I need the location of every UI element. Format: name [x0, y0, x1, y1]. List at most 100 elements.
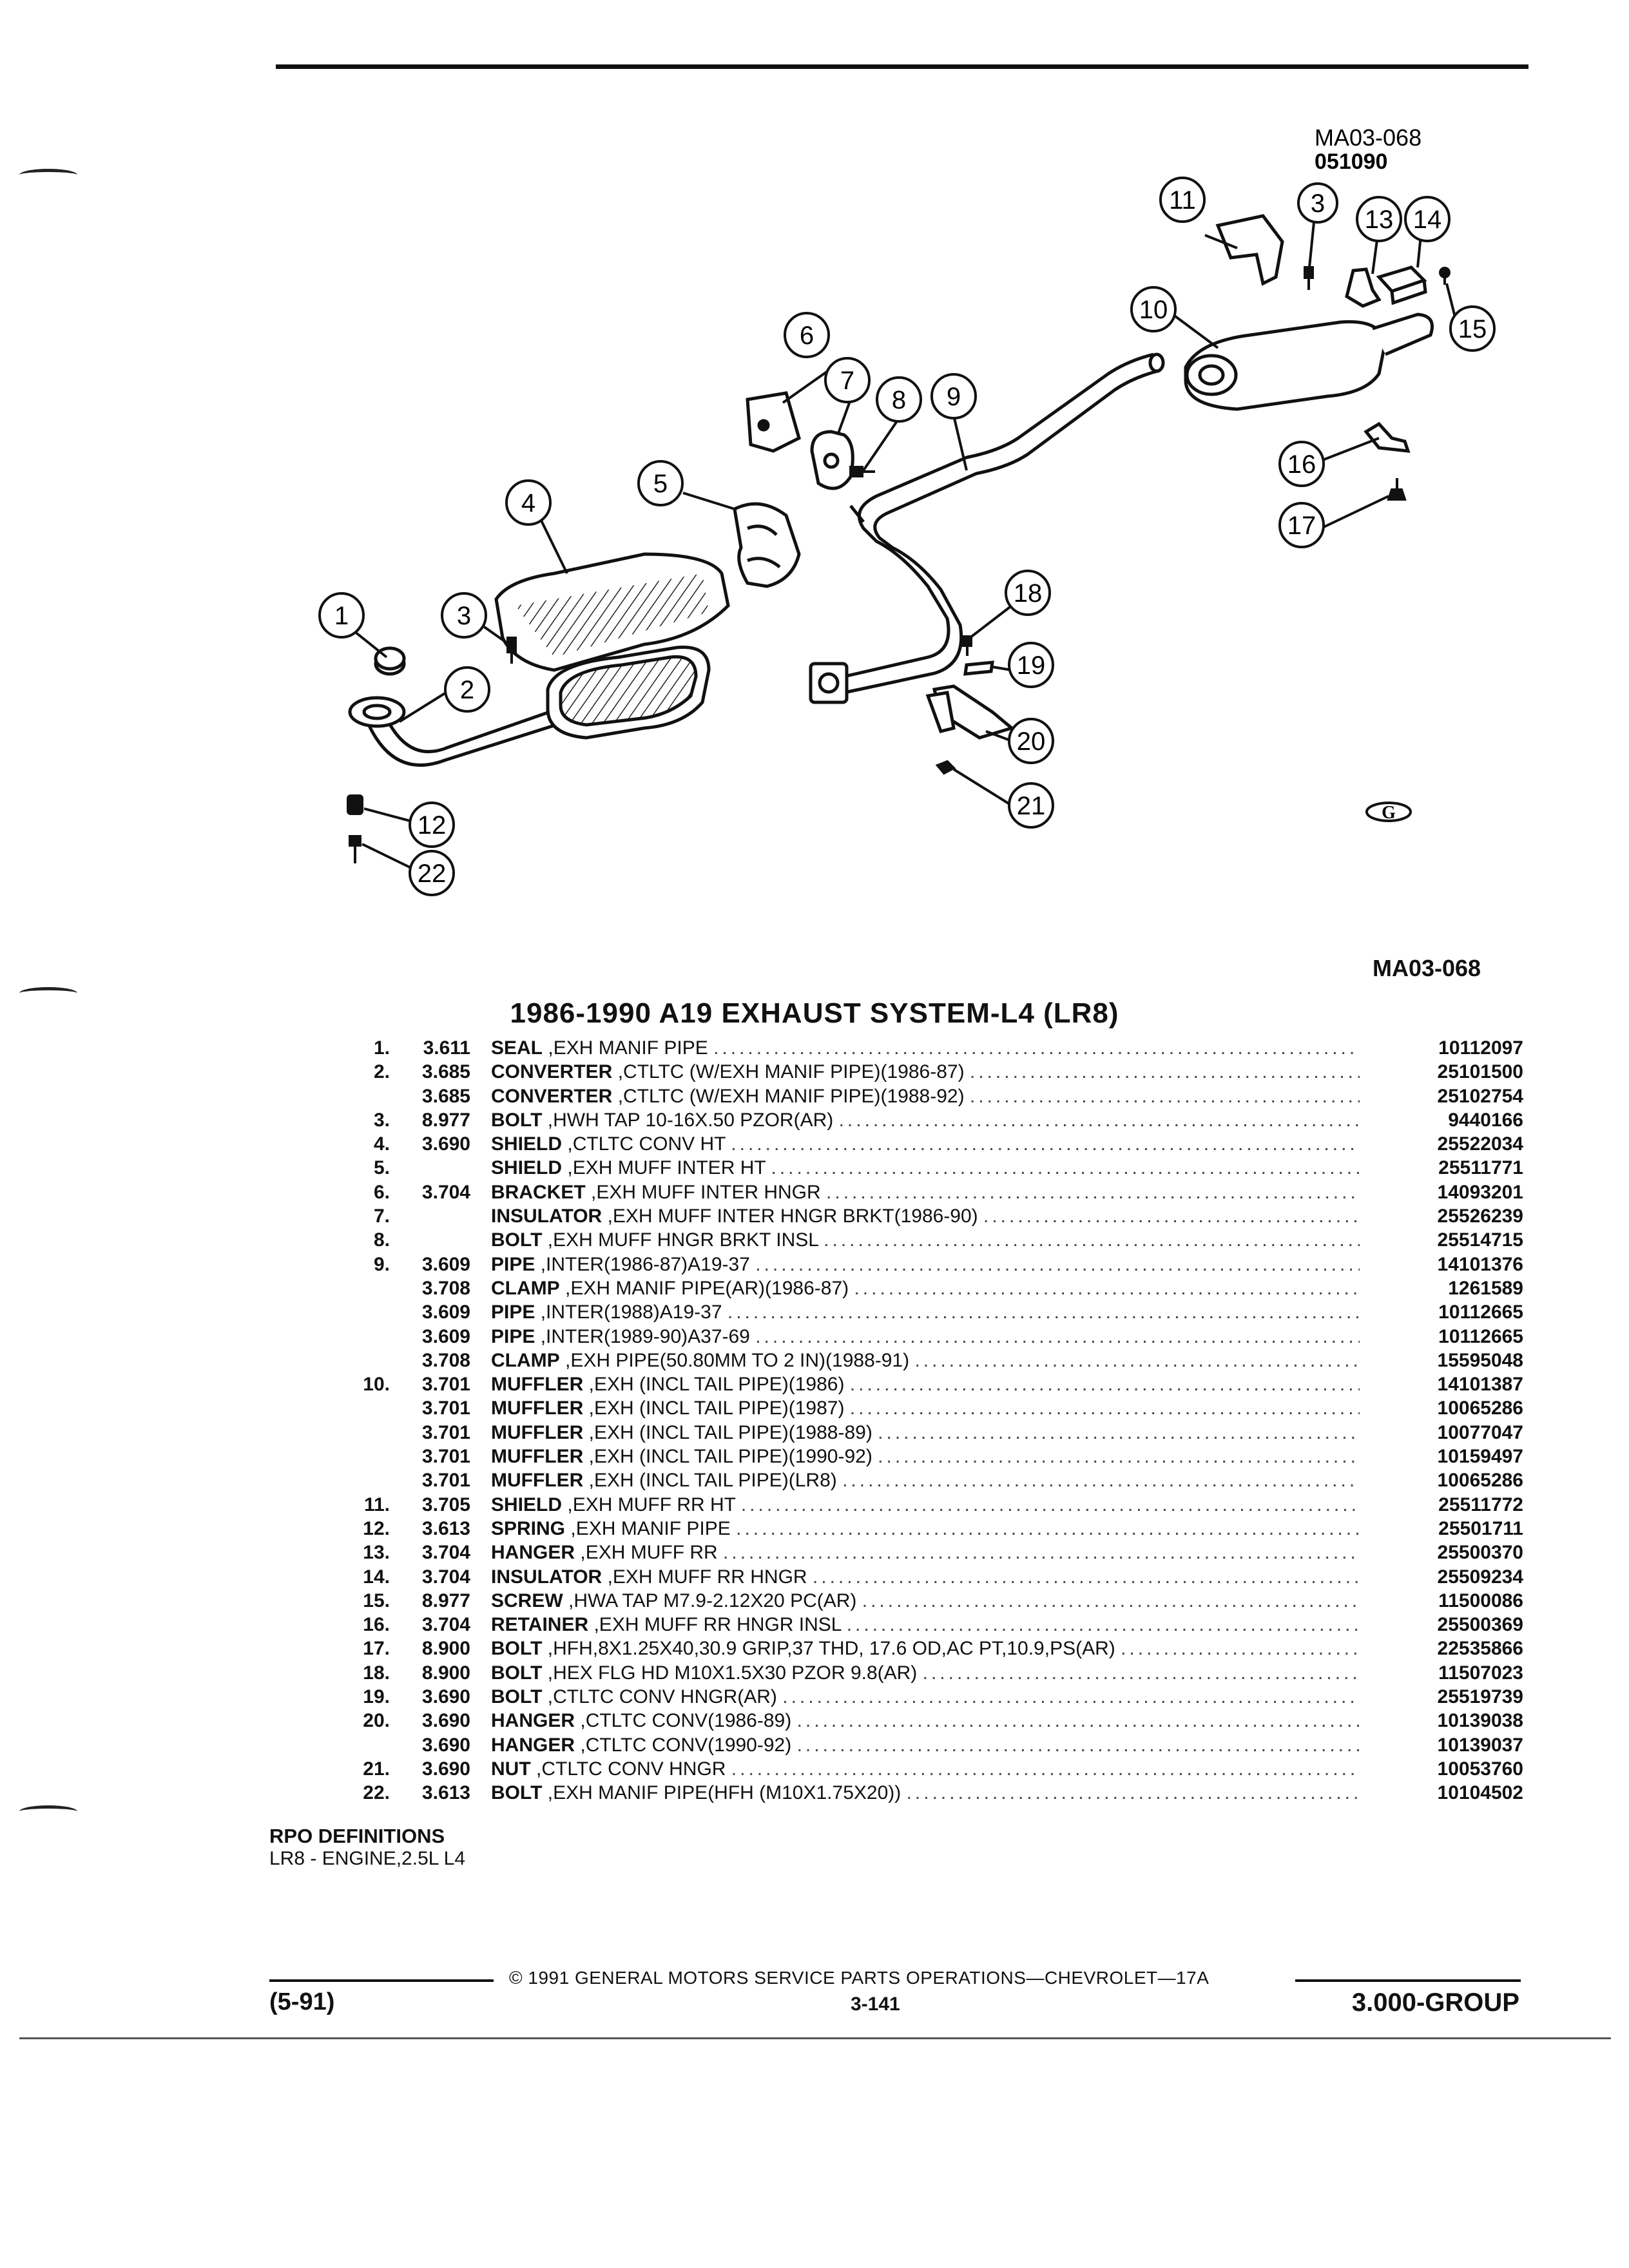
- part-description: SHIELD ,EXH MUFF INTER HT ..............…: [491, 1156, 1360, 1180]
- dot-leader: ........................................…: [736, 1517, 1360, 1539]
- part-detail: ,HWH TAP 10-16X.50 PZOR(AR): [547, 1109, 834, 1131]
- part-detail: ,INTER(1989-90)A37-69: [540, 1325, 750, 1347]
- callout-22: 22: [409, 850, 455, 896]
- dot-leader: ........................................…: [838, 1109, 1360, 1131]
- svg-text:3: 3: [1311, 189, 1325, 218]
- svg-text:G: G: [1382, 803, 1396, 823]
- part-ref-number: 1.: [373, 1037, 390, 1059]
- part-group-code: 3.704: [421, 1614, 470, 1636]
- retainer: [1364, 421, 1411, 453]
- part-number: 14101376: [1437, 1253, 1523, 1275]
- part-name: CLAMP: [491, 1349, 560, 1371]
- dot-leader: ........................................…: [782, 1686, 1360, 1708]
- callout-4: 4: [505, 479, 552, 526]
- part-name: MUFFLER: [491, 1398, 584, 1419]
- part-description: CONVERTER ,CTLTC (W/EXH MANIF PIPE)(1986…: [491, 1060, 1360, 1084]
- part-group-code: 3.701: [421, 1421, 470, 1443]
- callout-20: 20: [1008, 718, 1054, 764]
- part-group-code: 3.609: [421, 1302, 470, 1323]
- callout-16: 16: [1278, 441, 1325, 487]
- part-description: BOLT ,EXH MANIF PIPE(HFH (M10X1.75X20)) …: [491, 1781, 1360, 1805]
- part-detail: ,EXH MANIF PIPE(HFH (M10X1.75X20)): [547, 1782, 901, 1804]
- part-description: SHIELD ,EXH MUFF RR HT .................…: [491, 1493, 1360, 1517]
- dot-leader: ........................................…: [826, 1181, 1360, 1203]
- part-number: 10112097: [1438, 1037, 1523, 1059]
- part-description: PIPE ,INTER(1988)A19-37 ................…: [491, 1300, 1360, 1324]
- svg-text:4: 4: [521, 489, 535, 517]
- part-name: MUFFLER: [491, 1470, 584, 1492]
- part-detail: ,HFH,8X1.25X40,30.9 GRIP,37 THD, 17.6 OD…: [547, 1638, 1115, 1660]
- part-row: 1. 3.611 SEAL ,EXH MANIF PIPE ............…: [303, 1036, 1527, 1060]
- part-description: BOLT ,EXH MUFF HNGR BRKT INSL ..........…: [491, 1228, 1360, 1252]
- part-description: SEAL ,EXH MANIF PIPE ...................…: [491, 1036, 1360, 1060]
- part-description: BOLT ,HEX FLG HD M10X1.5X30 PZOR 9.8(AR)…: [491, 1661, 1360, 1685]
- part-description: SHIELD ,CTLTC CONV HT ..................…: [491, 1132, 1360, 1156]
- part-detail: ,EXH MUFF RR HNGR INSL: [593, 1614, 842, 1636]
- part-description: BOLT ,HWH TAP 10-16X.50 PZOR(AR) .......…: [491, 1108, 1360, 1132]
- part-description: HANGER ,CTLTC CONV(1990-92) ............…: [491, 1733, 1360, 1757]
- part-group-code: 3.611: [423, 1037, 470, 1059]
- binder-mark: [19, 169, 77, 181]
- dot-leader: ........................................…: [854, 1277, 1360, 1299]
- part-name: BOLT: [491, 1638, 543, 1660]
- binder-mark: [19, 1805, 77, 1818]
- part-number: 10112665: [1438, 1302, 1523, 1323]
- callout-21: 21: [1008, 782, 1054, 829]
- part-number: 11507023: [1438, 1662, 1523, 1684]
- rear-insulator: [1376, 265, 1427, 305]
- part-name: INSULATOR: [491, 1566, 602, 1588]
- exploded-diagram: MA03-068 051090: [284, 110, 1547, 947]
- part-number: 15595048: [1437, 1349, 1523, 1371]
- part-ref-number: 17.: [363, 1638, 390, 1660]
- dot-leader: ........................................…: [969, 1085, 1360, 1107]
- dot-leader: ........................................…: [796, 1734, 1360, 1756]
- part-name: PIPE: [491, 1253, 535, 1275]
- part-number: 25526239: [1437, 1206, 1523, 1227]
- dot-leader: ........................................…: [906, 1782, 1360, 1804]
- part-ref-number: 4.: [373, 1133, 390, 1155]
- part-description: NUT ,CTLTC CONV HNGR ...................…: [491, 1757, 1360, 1781]
- part-ref-number: 18.: [363, 1662, 390, 1684]
- intermediate-pipe: [843, 352, 1165, 695]
- dot-leader: ........................................…: [914, 1349, 1360, 1371]
- part-number: 25500370: [1437, 1542, 1523, 1564]
- bolt: [1304, 266, 1314, 290]
- part-description: SPRING ,EXH MANIF PIPE .................…: [491, 1517, 1360, 1541]
- part-group-code: 3.690: [421, 1686, 470, 1708]
- part-name: MUFFLER: [491, 1374, 584, 1396]
- part-group-code: 3.701: [421, 1470, 470, 1492]
- part-ref-number: 5.: [373, 1157, 390, 1179]
- part-number: 10159497: [1437, 1446, 1523, 1468]
- part-detail: ,CTLTC CONV HNGR(AR): [547, 1686, 777, 1708]
- svg-text:21: 21: [1017, 792, 1046, 820]
- footer-group: 3.000-GROUP: [1351, 1988, 1519, 2017]
- footer-page-number: 3-141: [851, 1994, 900, 2015]
- dot-leader: ........................................…: [983, 1206, 1360, 1227]
- part-group-code: 3.708: [421, 1277, 470, 1299]
- part-group-code: 3.685: [421, 1085, 470, 1107]
- part-detail: ,EXH MUFF RR HT: [567, 1494, 736, 1515]
- part-group-code: 3.609: [421, 1253, 470, 1275]
- svg-text:2: 2: [460, 676, 474, 704]
- insulator: [810, 430, 854, 490]
- part-name: NUT: [491, 1758, 531, 1780]
- part-detail: ,EXH PIPE(50.80MM TO 2 IN)(1988-91): [565, 1349, 910, 1371]
- part-number: 25514715: [1437, 1229, 1523, 1251]
- part-detail: ,EXH (INCL TAIL PIPE)(1987): [588, 1398, 845, 1419]
- part-description: INSULATOR ,EXH MUFF RR HNGR ............…: [491, 1565, 1360, 1589]
- bolt: [962, 635, 972, 656]
- callout-6: 6: [784, 312, 830, 358]
- part-number: 1261589: [1448, 1277, 1523, 1299]
- part-ref-number: 14.: [363, 1566, 390, 1588]
- svg-text:14: 14: [1413, 206, 1442, 234]
- dot-leader: ........................................…: [713, 1037, 1360, 1059]
- part-detail: ,EXH (INCL TAIL PIPE)(1990-92): [588, 1446, 872, 1468]
- dot-leader: ........................................…: [740, 1494, 1360, 1515]
- part-group-code: 8.900: [421, 1638, 470, 1660]
- part-number: 10139038: [1437, 1710, 1523, 1732]
- callout-9: 9: [930, 373, 977, 419]
